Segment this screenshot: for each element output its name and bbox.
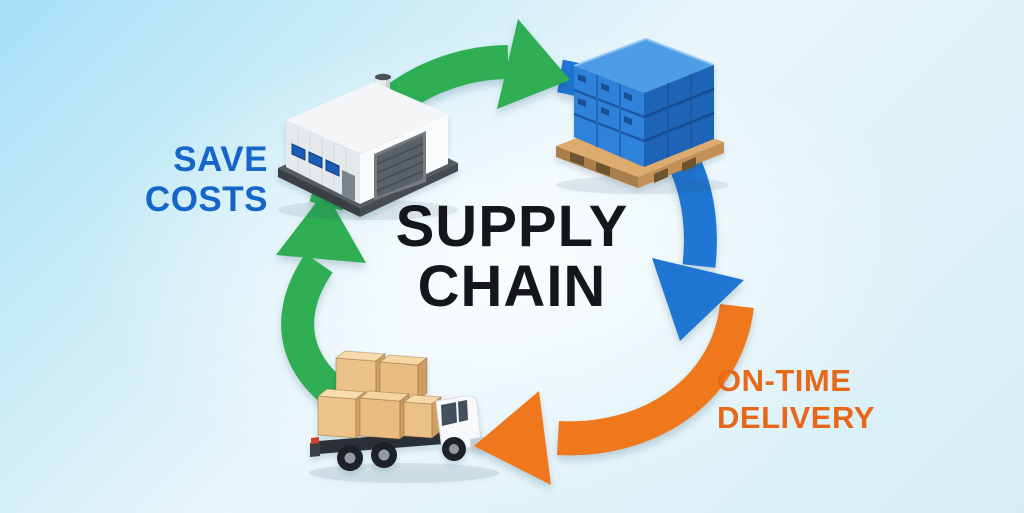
container-stack-icon (556, 37, 728, 194)
orange-arrowhead-icon (474, 391, 551, 485)
factory-icon (278, 73, 458, 220)
taillight-icon (311, 437, 319, 444)
garage-door-icon (377, 135, 423, 197)
orange-arrow-body-bottom (557, 303, 754, 456)
left-divider-lines (596, 75, 621, 156)
title-line1: SUPPLY (395, 194, 629, 259)
on-time-line2: DELIVERY (717, 400, 875, 435)
container-door-marks (578, 74, 632, 125)
left-layer-lines (573, 88, 645, 143)
pallet-slots (570, 152, 696, 183)
factory-front-wall (286, 120, 360, 204)
cab-window (441, 400, 468, 426)
factory-roof (286, 82, 448, 154)
green-up-arrowhead-icon (276, 191, 366, 263)
garage-door-slats (376, 143, 424, 192)
right-seam-lines (667, 74, 692, 157)
factory-windows (291, 143, 340, 177)
truck-wheels (337, 437, 466, 471)
containers-right-face (644, 65, 714, 167)
save-costs-line1: SAVE (173, 140, 268, 179)
green-right-arrowhead-icon (497, 19, 570, 109)
diagram-title: SUPPLY CHAIN (312, 197, 712, 317)
factory-side-door (342, 170, 355, 201)
save-costs-line2: COSTS (144, 180, 268, 219)
on-time-line1: ON-TIME (717, 363, 852, 398)
on-time-delivery-label: ON-TIME DELIVERY (717, 362, 875, 436)
truck-shadow (309, 463, 499, 483)
containers-left-face (574, 66, 644, 167)
right-layer-lines (643, 87, 715, 143)
truck-icon (309, 350, 499, 483)
cargo-boxes-icon (316, 350, 443, 441)
save-costs-label: SAVE COSTS (104, 140, 268, 220)
blue-arrowhead-icon (652, 258, 744, 341)
title-line2: CHAIN (417, 254, 607, 319)
